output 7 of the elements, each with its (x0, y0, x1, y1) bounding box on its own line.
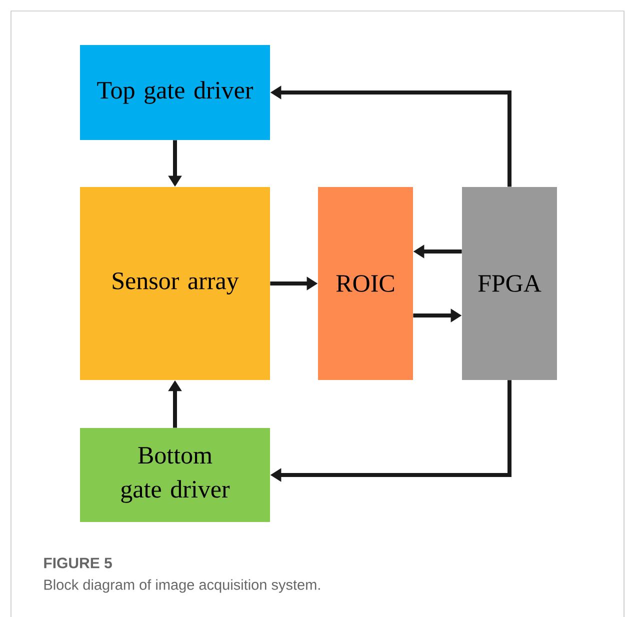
driver-box: Top gate driver (80, 45, 270, 140)
driver-box: Bottom gate driver (80, 428, 270, 522)
figure-number: FIGURE 5 (44, 558, 112, 568)
process-box: FPGA (462, 186, 557, 380)
sensor-array-box: Sensor array (80, 186, 270, 380)
process-box: ROIC (318, 186, 413, 380)
caption: Block diagram of image acquisition system. (44, 579, 320, 593)
